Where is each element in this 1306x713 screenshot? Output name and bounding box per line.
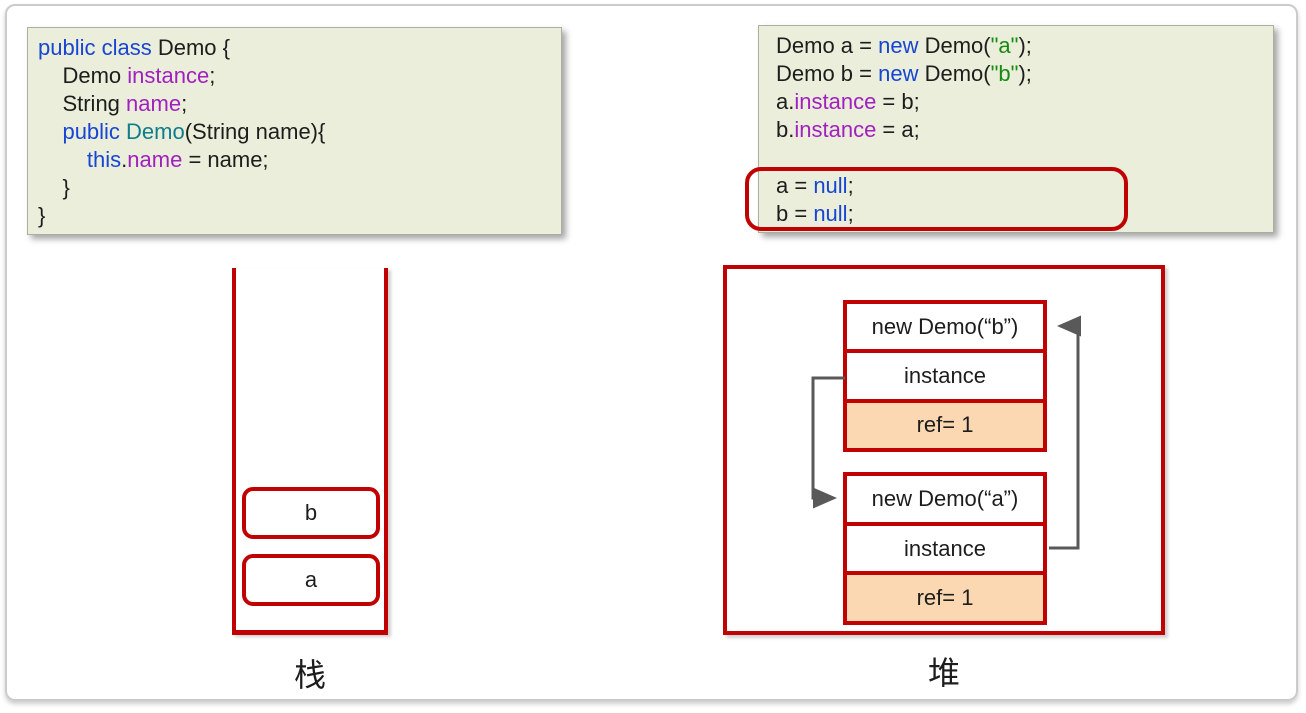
stack-slot-b-label: b xyxy=(304,500,318,525)
code-line: Demo b = new Demo("b"); xyxy=(776,61,1032,86)
stack-slot-a: a xyxy=(242,554,380,606)
stack-slot-b: b xyxy=(242,487,380,539)
page-frame xyxy=(5,4,1298,701)
code-line: a = null; xyxy=(776,173,854,198)
stack-label: 栈 xyxy=(293,657,326,693)
object-a-instance-field: instance xyxy=(847,521,1043,572)
stack-slot-a-label: a xyxy=(304,567,318,592)
stack-container xyxy=(232,268,388,635)
code-line: Demo a = new Demo("a"); xyxy=(776,33,1032,58)
code-line: Demo instance; xyxy=(38,63,216,88)
code-line: a.instance = b; xyxy=(776,89,920,114)
code-line: String name; xyxy=(38,91,188,116)
code-line: public Demo(String name){ xyxy=(62,119,326,144)
null-assignment-highlight-box xyxy=(745,167,1128,231)
object-b-ref-count: ref= 1 xyxy=(847,398,1043,448)
code-line: this.name = name; xyxy=(86,147,269,172)
code-line: } xyxy=(38,175,70,200)
heap-object-a: new Demo(“a”) instance ref= 1 xyxy=(843,472,1047,625)
object-b-title: new Demo(“b”) xyxy=(847,304,1043,350)
object-b-instance-field: instance xyxy=(847,349,1043,399)
heap-object-b: new Demo(“b”) instance ref= 1 xyxy=(843,300,1047,452)
code-line: b = null; xyxy=(776,201,854,226)
code-line: b.instance = a; xyxy=(776,117,920,142)
object-a-title: new Demo(“a”) xyxy=(847,476,1043,522)
object-a-ref-count: ref= 1 xyxy=(847,571,1043,622)
heap-label: 堆 xyxy=(927,655,960,691)
code-block-main-statements: Demo a = new Demo("a"); Demo b = new Demo… xyxy=(758,25,1274,233)
code-line: public class Demo { xyxy=(38,35,230,60)
code-block-class-definition: public class Demo { Demo instance; Strin… xyxy=(27,27,562,235)
code-line: } xyxy=(38,203,46,228)
